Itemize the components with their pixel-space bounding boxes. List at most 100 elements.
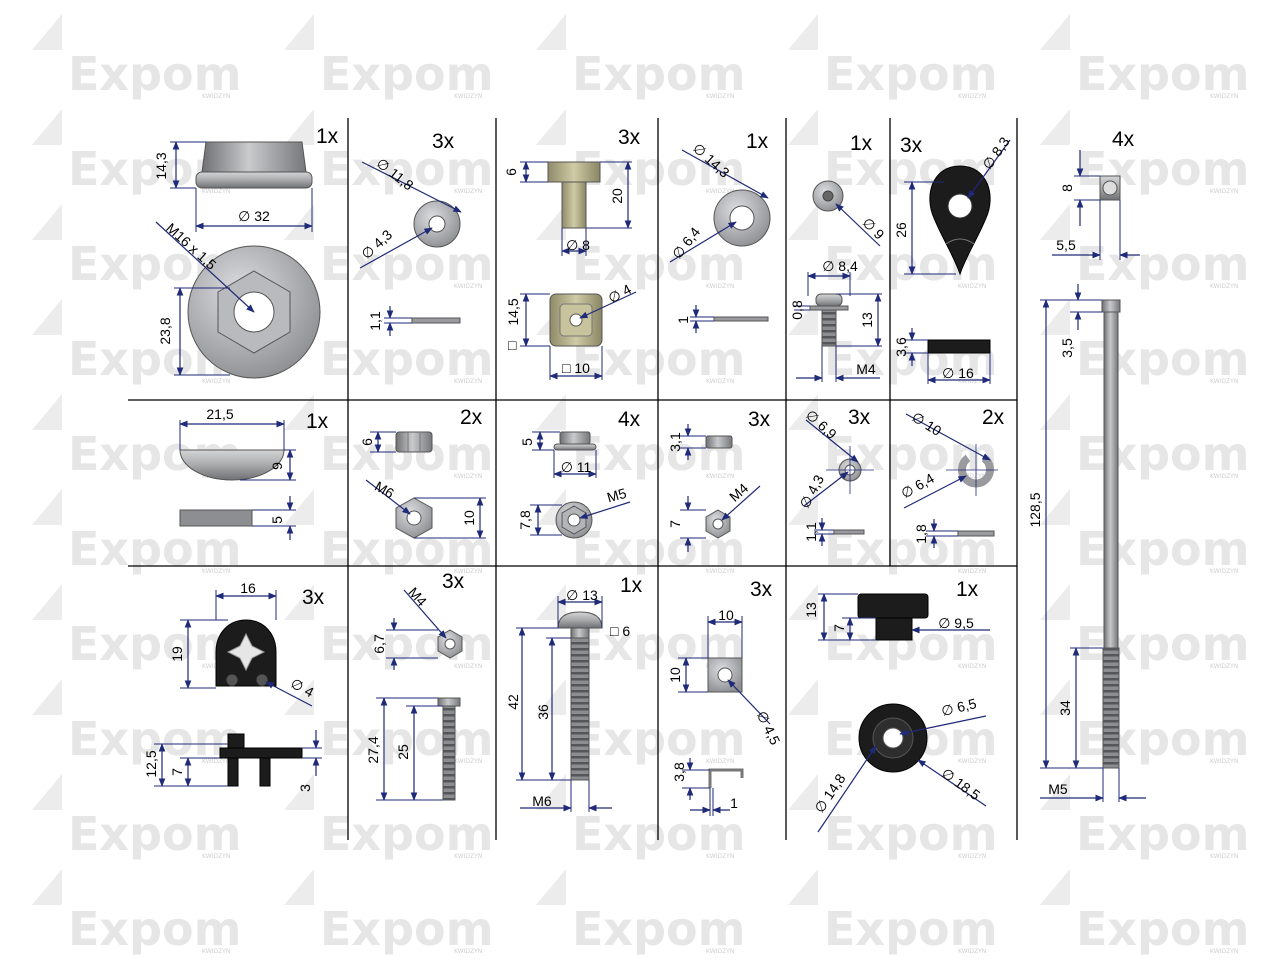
quantity-label: 1x <box>746 130 769 153</box>
square-symbol: □ <box>508 337 517 353</box>
svg-text:KWIDZYN: KWIDZYN <box>1210 948 1238 955</box>
quantity-label: 3x <box>618 126 641 149</box>
bolt-thread <box>570 637 590 781</box>
svg-text:KWIDZYN: KWIDZYN <box>202 378 230 385</box>
dim-label: 7 <box>169 768 185 776</box>
svg-text:Expom: Expom <box>68 807 242 861</box>
nut-side-view <box>201 141 307 173</box>
clip-nut-side-view <box>708 768 744 788</box>
screw-head <box>815 293 843 307</box>
svg-text:KWIDZYN: KWIDZYN <box>1210 283 1238 290</box>
dim-label: 0,8 <box>789 300 805 320</box>
svg-text:KWIDZYN: KWIDZYN <box>1210 93 1238 100</box>
svg-text:KWIDZYN: KWIDZYN <box>1210 378 1238 385</box>
dim-label: ∅ 13 <box>566 587 598 603</box>
svg-text:KWIDZYN: KWIDZYN <box>1210 188 1238 195</box>
dim-label: ∅ 32 <box>238 208 270 224</box>
dim-label: M5 <box>1048 781 1068 797</box>
svg-text:KWIDZYN: KWIDZYN <box>1210 473 1238 480</box>
svg-text:KWIDZYN: KWIDZYN <box>706 758 734 765</box>
svg-text:KWIDZYN: KWIDZYN <box>202 758 230 765</box>
dim-label: 1 <box>730 795 738 811</box>
quantity-label: 3x <box>900 134 923 157</box>
dim-label: 5 <box>519 438 535 446</box>
dim-label: 1 <box>675 316 691 324</box>
dim-label: 26 <box>893 222 909 238</box>
part-screw-m4: 1x ∅ 9 ∅ 8,4 0,8 13 M4 <box>789 132 888 382</box>
dim-label: 13 <box>859 312 875 328</box>
washer-side-view <box>957 530 995 537</box>
dim-label: M5 <box>605 485 628 506</box>
svg-text:KWIDZYN: KWIDZYN <box>1210 663 1238 670</box>
part-nut-and-bolt-m4: 3x M4 6,7 27,4 25 <box>365 570 465 801</box>
bolt-thread <box>442 705 456 801</box>
svg-text:KWIDZYN: KWIDZYN <box>202 948 230 955</box>
dim-label: 21,5 <box>206 406 233 422</box>
svg-text:Expom: Expom <box>320 142 494 196</box>
bolt-head <box>437 697 461 707</box>
svg-text:KWIDZYN: KWIDZYN <box>706 93 734 100</box>
washer-side-view <box>713 316 769 322</box>
dim-label: ∅ 18,5 <box>939 765 984 804</box>
svg-text:Expom: Expom <box>572 237 746 291</box>
svg-text:Expom: Expom <box>68 522 242 576</box>
part-plastic-clip: 3x 16 19 ∅ 4 12,5 7 3 <box>143 580 325 792</box>
svg-text:KWIDZYN: KWIDZYN <box>454 568 482 575</box>
svg-text:KWIDZYN: KWIDZYN <box>454 758 482 765</box>
svg-text:Expom: Expom <box>68 712 242 766</box>
dim-label: 3,6 <box>893 337 909 357</box>
quantity-label: 3x <box>748 408 771 431</box>
dim-label: 128,5 <box>1027 492 1043 527</box>
svg-text:KWIDZYN: KWIDZYN <box>454 93 482 100</box>
svg-text:KWIDZYN: KWIDZYN <box>706 378 734 385</box>
svg-text:KWIDZYN: KWIDZYN <box>958 93 986 100</box>
svg-text:KWIDZYN: KWIDZYN <box>958 283 986 290</box>
svg-text:KWIDZYN: KWIDZYN <box>958 853 986 860</box>
quantity-label: 2x <box>460 406 483 429</box>
dim-label: 6 <box>359 438 375 446</box>
dim-label: 23,8 <box>157 317 173 344</box>
foot-side-view <box>857 593 929 619</box>
svg-text:Expom: Expom <box>1076 47 1250 101</box>
dim-label: 3,8 <box>671 762 687 782</box>
dim-label: 3,5 <box>1059 338 1075 358</box>
nut-side-view <box>559 431 591 445</box>
nut-side-view <box>705 435 733 449</box>
svg-text:KWIDZYN: KWIDZYN <box>1210 568 1238 575</box>
dim-label: 19 <box>169 646 185 662</box>
dim-label: M4 <box>726 480 751 505</box>
svg-text:Expom: Expom <box>824 902 998 956</box>
dim-label: 14,3 <box>153 152 169 179</box>
svg-text:KWIDZYN: KWIDZYN <box>454 283 482 290</box>
nut-flange <box>195 171 313 189</box>
svg-text:KWIDZYN: KWIDZYN <box>454 663 482 670</box>
dim-label: ∅ 9,5 <box>938 615 974 631</box>
dim-label: 14,5 <box>505 298 521 325</box>
bolt-head <box>557 611 603 629</box>
quantity-label: 4x <box>618 408 641 431</box>
dim-label: 34 <box>1057 700 1073 716</box>
dim-label: 5,5 <box>1056 237 1076 253</box>
svg-text:Expom: Expom <box>320 332 494 386</box>
svg-text:KWIDZYN: KWIDZYN <box>202 188 230 195</box>
svg-text:KWIDZYN: KWIDZYN <box>706 568 734 575</box>
dim-label: M4 <box>405 584 430 609</box>
svg-text:KWIDZYN: KWIDZYN <box>706 283 734 290</box>
svg-text:KWIDZYN: KWIDZYN <box>202 568 230 575</box>
